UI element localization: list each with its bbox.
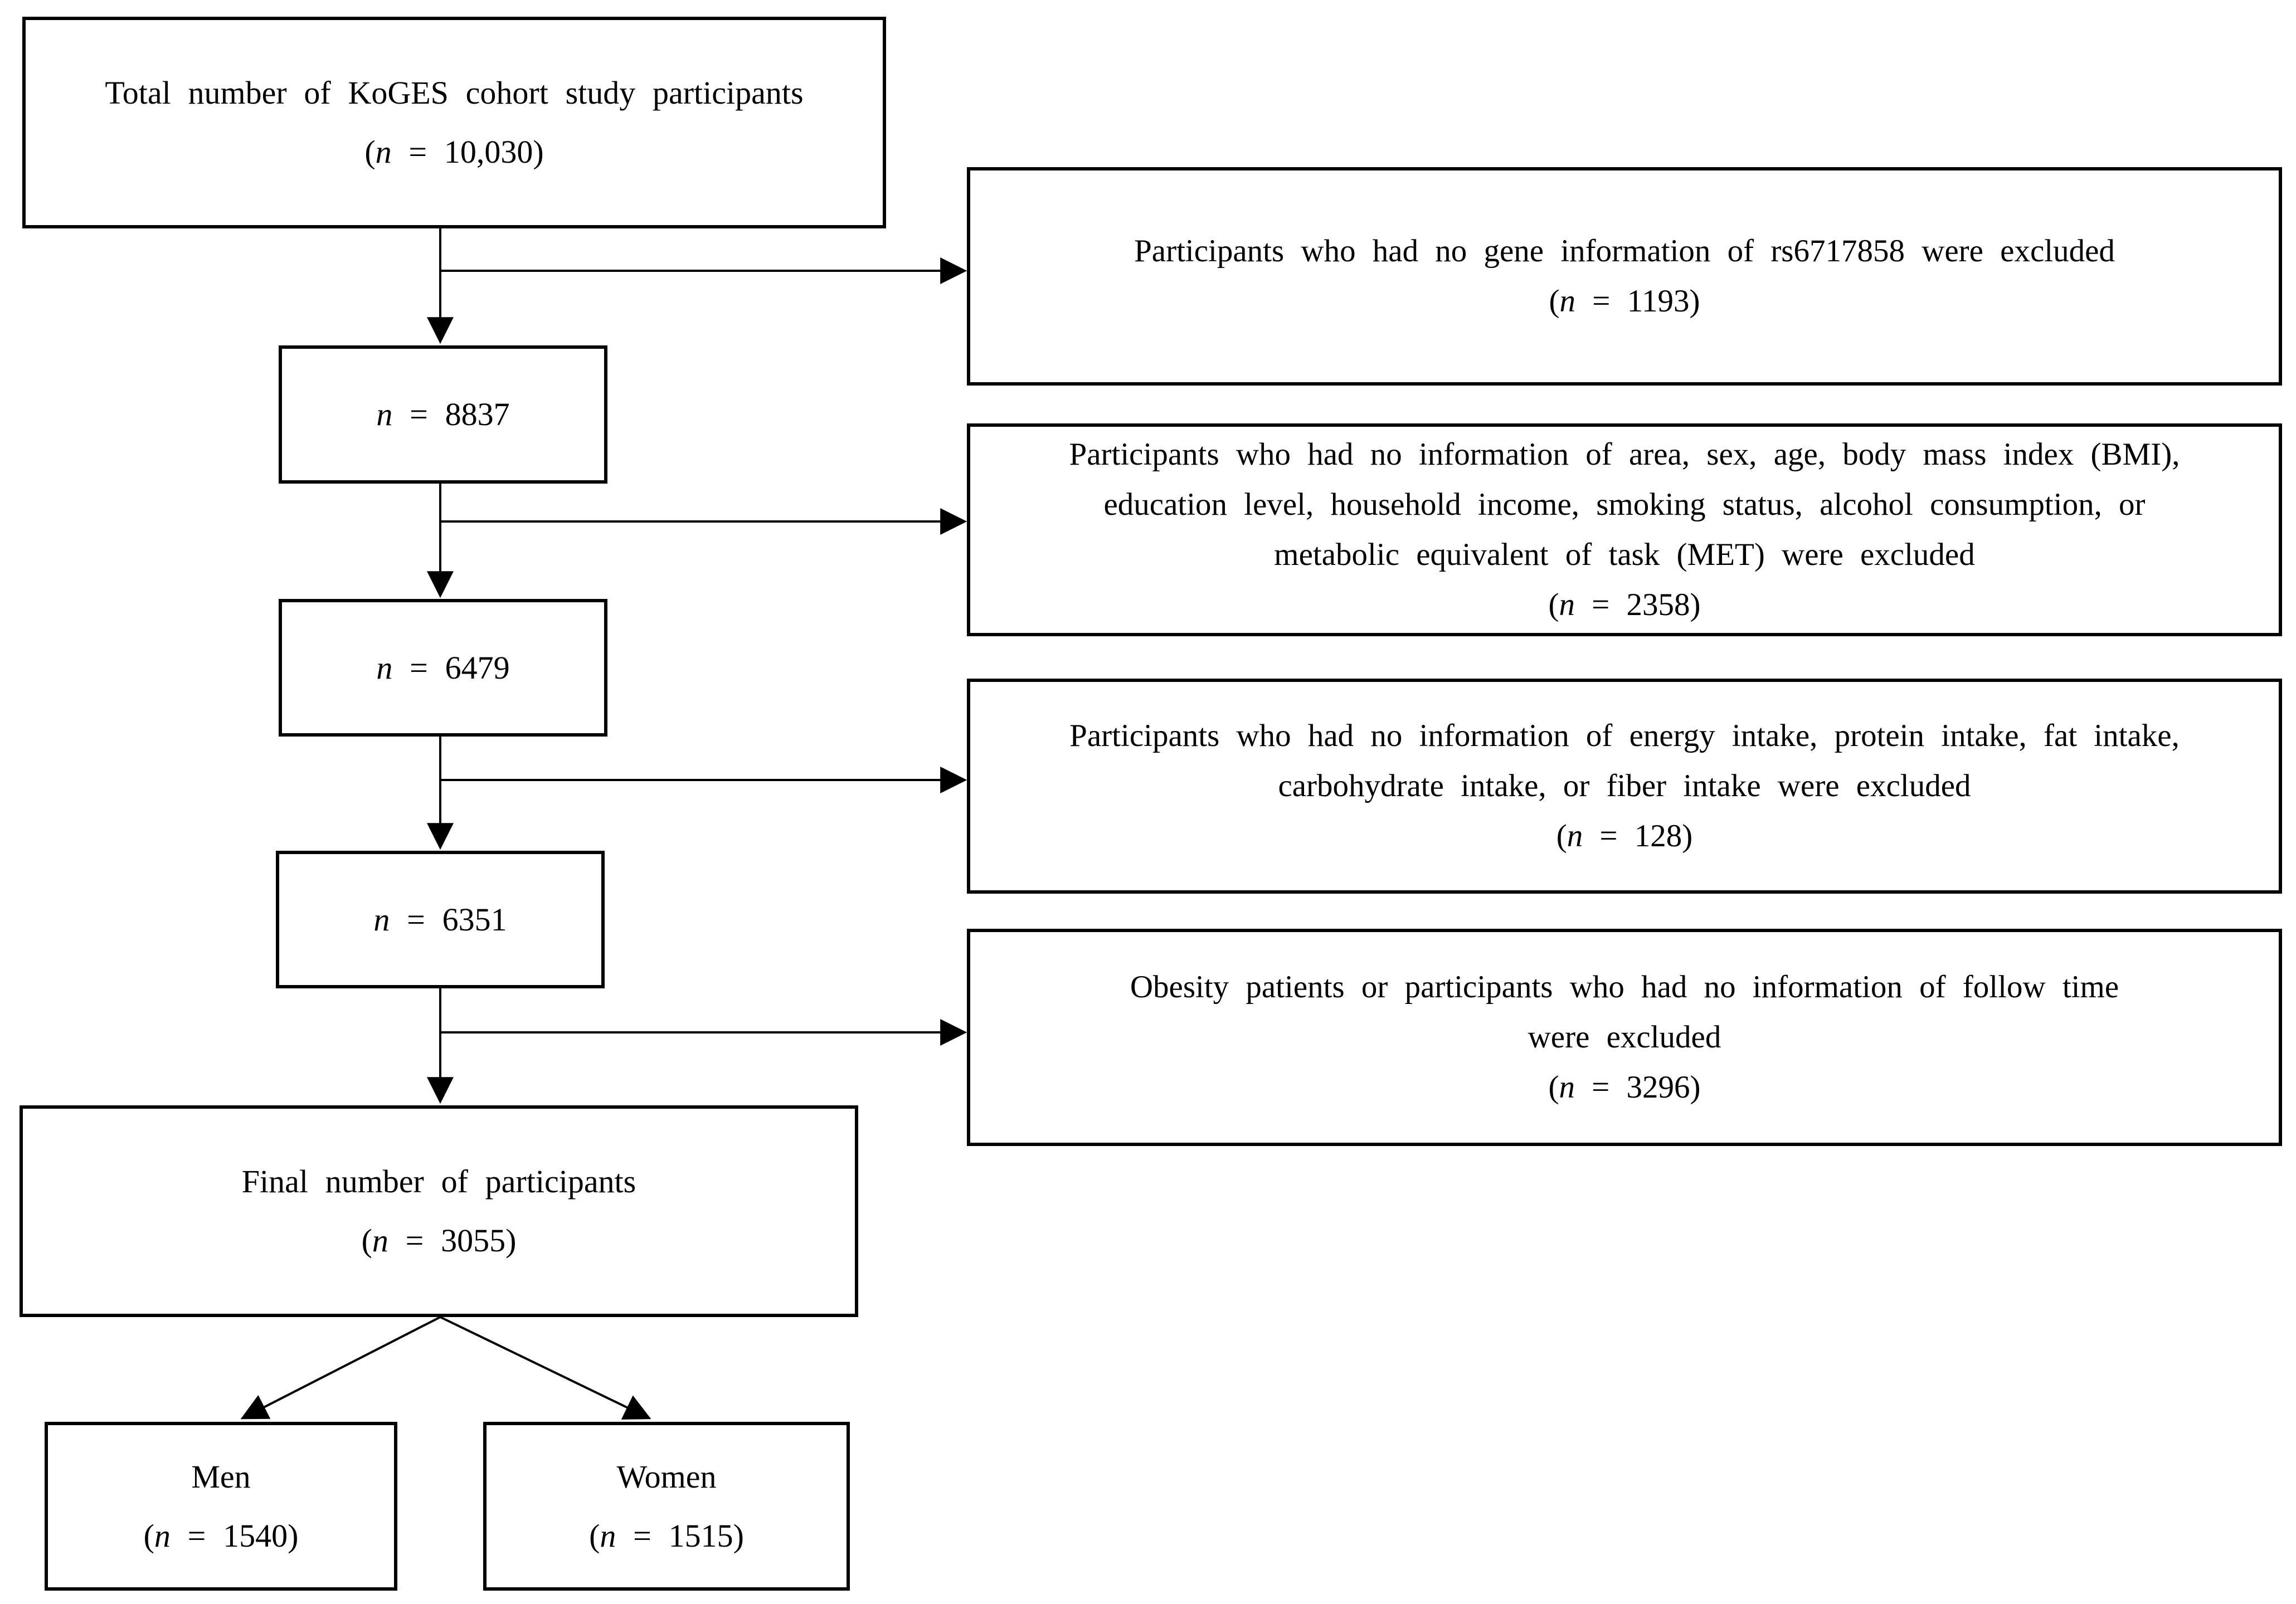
- exclusion-2-text-line1: Participants who had no information of a…: [1069, 437, 2180, 472]
- box-total-text: Total number of KoGES cohort study parti…: [105, 75, 804, 111]
- arrow-final-to-women: [440, 1316, 651, 1420]
- box-final-n: (n = 3055): [362, 1211, 517, 1270]
- arrow-final-to-men: [240, 1316, 441, 1420]
- n-value: = 3296): [1574, 1070, 1701, 1105]
- n-variable: n: [1559, 587, 1575, 622]
- box-n-6351: n = 6351: [276, 851, 605, 988]
- n-variable: n: [154, 1517, 171, 1554]
- n-value: = 10,030): [391, 134, 544, 170]
- box-total-n: (n = 10,030): [364, 123, 543, 182]
- n-value: = 1515): [616, 1517, 744, 1554]
- paren-open: (: [1549, 284, 1560, 319]
- exclusion-3-n: (n = 128): [1556, 811, 1693, 861]
- n-value: = 6479: [392, 649, 510, 686]
- exclusion-box-3: Participants who had no information of e…: [967, 679, 2282, 894]
- exclusion-4-text-line1: Obesity patients or participants who had…: [1130, 969, 2119, 1005]
- exclusion-3-text-line1: Participants who had no information of e…: [1069, 718, 2180, 753]
- n-value: = 128): [1583, 818, 1693, 854]
- paren-open: (: [361, 1222, 372, 1259]
- box-final-text: Final number of participants: [241, 1163, 636, 1200]
- paren-open: (: [1548, 587, 1559, 622]
- exclusion-2-text-line2: education level, household income, smoki…: [1103, 487, 2146, 522]
- exclusion-box-1: Participants who had no gene information…: [967, 167, 2282, 386]
- box-total-participants: Total number of KoGES cohort study parti…: [22, 17, 886, 228]
- box-n-8837: n = 8837: [279, 345, 607, 484]
- paren-open: (: [589, 1517, 600, 1554]
- exclusion-1-text: Participants who had no gene information…: [1134, 233, 2115, 269]
- box-women-n: (n = 1515): [589, 1507, 744, 1566]
- box-men-text: Men: [191, 1458, 251, 1495]
- exclusion-4-text-line2: were excluded: [1528, 1020, 1721, 1055]
- box-women-text: Women: [616, 1458, 717, 1495]
- exclusion-3-text-line2: carbohydrate intake, or fiber intake wer…: [1278, 768, 1971, 803]
- box-men: Men (n = 1540): [45, 1422, 397, 1591]
- n-value: = 6351: [390, 901, 507, 938]
- n-variable: n: [375, 134, 392, 170]
- n-variable: n: [376, 649, 393, 686]
- n-value: = 2358): [1574, 587, 1701, 622]
- box-n-6479: n = 6479: [279, 599, 607, 737]
- paren-open: (: [1556, 818, 1567, 854]
- paren-open: (: [364, 134, 376, 170]
- exclusion-box-2: Participants who had no information of a…: [967, 423, 2282, 636]
- exclusion-box-4: Obesity patients or participants who had…: [967, 929, 2282, 1146]
- paren-open: (: [143, 1517, 154, 1554]
- n-value: = 1193): [1575, 284, 1700, 319]
- exclusion-2-n: (n = 2358): [1548, 580, 1700, 630]
- box-n-6351-n: n = 6351: [373, 890, 507, 949]
- box-final-participants: Final number of participants (n = 3055): [20, 1105, 858, 1317]
- n-variable: n: [376, 396, 393, 432]
- n-variable: n: [600, 1517, 616, 1554]
- box-n-6479-n: n = 6479: [376, 638, 509, 698]
- n-variable: n: [372, 1222, 388, 1259]
- exclusion-2-text-line3: metabolic equivalent of task (MET) were …: [1274, 537, 1975, 572]
- n-variable: n: [373, 901, 390, 938]
- exclusion-4-n: (n = 3296): [1548, 1062, 1700, 1113]
- box-men-n: (n = 1540): [144, 1507, 299, 1566]
- n-variable: n: [1567, 818, 1583, 854]
- n-value: = 3055): [388, 1222, 517, 1259]
- box-n-8837-n: n = 8837: [376, 385, 509, 444]
- n-value: = 1540): [170, 1517, 299, 1554]
- paren-open: (: [1548, 1070, 1559, 1105]
- box-women: Women (n = 1515): [483, 1422, 850, 1591]
- n-variable: n: [1559, 284, 1576, 319]
- n-value: = 8837: [392, 396, 510, 432]
- exclusion-1-n: (n = 1193): [1549, 276, 1700, 326]
- n-variable: n: [1559, 1070, 1575, 1105]
